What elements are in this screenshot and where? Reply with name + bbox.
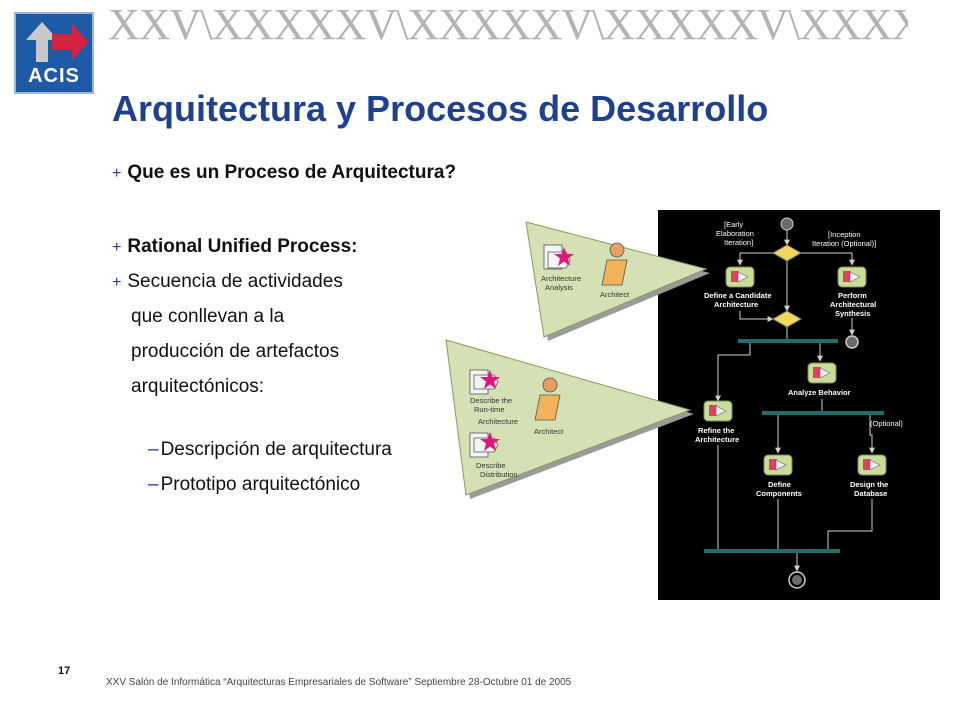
describe-runtime-icon (469, 369, 500, 395)
define-components-label-1: Define (768, 480, 791, 489)
sub-bullet-prototype: –Prototipo arquitectónico (148, 474, 361, 495)
synthesis-end-node (845, 335, 859, 349)
join-bar (704, 549, 840, 553)
define-candidate-icon (725, 266, 755, 288)
logo-text: ACIS (28, 65, 80, 87)
guard-early-2: Elaboration (716, 229, 754, 238)
define-candidate-label-2: Architecture (714, 300, 758, 309)
fork-bar-2 (762, 411, 884, 415)
analyze-behavior-label: Analyze Behavior (788, 388, 851, 397)
end-node-inner (792, 575, 802, 585)
bullet-sequence-line-3: producción de artefactos (131, 341, 340, 362)
guard-inception-2: Iteration (Optional)] (812, 239, 876, 248)
bottom-activity2-label-2: Distribution (480, 470, 518, 479)
dash-icon: – (148, 474, 159, 495)
perform-synthesis-icon (837, 266, 867, 288)
guard-inception-1: [Inception (828, 230, 861, 239)
top-role-label: Architect (600, 290, 630, 299)
bottom-activity1-label-2: Run-time (474, 405, 504, 414)
define-components-label-2: Components (756, 489, 802, 498)
bullet-sequence: +Secuencia de actividades (112, 271, 343, 292)
design-database-icon (857, 454, 887, 476)
fork-bar-1 (738, 339, 838, 343)
plus-icon: + (112, 239, 122, 256)
perform-synthesis-label-2: Architectural (830, 300, 876, 309)
bottom-role-label: Architect (534, 427, 564, 436)
logo-arrows-icon (26, 22, 88, 62)
bullet-sequence-line-4: arquitectónicos: (131, 376, 265, 397)
describe-distribution-icon (469, 432, 500, 458)
start-node (780, 217, 794, 231)
top-activity-label-2: Analysis (545, 283, 573, 292)
refine-architecture-icon (703, 400, 733, 422)
bullet-question: +Que es un Proceso de Arquitectura? (112, 162, 457, 183)
acis-logo: ACIS (14, 12, 94, 94)
guard-early-1: [Early (724, 220, 743, 229)
analyze-behavior-icon (807, 362, 837, 384)
define-components-icon (763, 454, 793, 476)
describe-architecture-card (445, 339, 692, 496)
xxv-banner: XXV\XXXXXV\XXXXXV\XXXXXV\XXXXXV\XXXXXV\X… (108, 0, 908, 49)
perform-synthesis-label-1: Perform (838, 291, 867, 300)
bullet-rup: +Rational Unified Process: (112, 236, 358, 257)
refine-label-1: Refine the (698, 426, 734, 435)
plus-icon: + (112, 165, 122, 182)
plus-icon: + (112, 274, 122, 291)
design-database-label-2: Database (854, 489, 887, 498)
refine-label-2: Architecture (695, 435, 739, 444)
slide-title: Arquitectura y Procesos de Desarrollo (112, 88, 769, 129)
dash-icon: – (148, 439, 159, 460)
bottom-activity2-label-1: Describe (476, 461, 506, 470)
architect-icon (534, 377, 561, 421)
architecture-analysis-icon (543, 244, 574, 270)
bottom-activity1-label-1: Describe the (470, 396, 512, 405)
footer-text: XXV Salón de Informática “Arquitecturas … (106, 677, 572, 688)
define-candidate-label-1: Define a Candidate (704, 291, 772, 300)
architect-icon (601, 242, 628, 286)
bottom-activity1-label-3: Architecture (478, 417, 518, 426)
page-number: 17 (58, 665, 71, 677)
rup-workflow-diagram: Architecture Analysis Architect Describe… (440, 205, 940, 600)
end-node (788, 571, 806, 589)
optional-label: (Optional) (870, 419, 903, 428)
design-database-label-1: Design the (850, 480, 888, 489)
perform-synthesis-label-3: Synthesis (835, 309, 870, 318)
guard-early-3: Iteration] (724, 238, 753, 247)
rup-workflow-svg: Architecture Analysis Architect Describe… (445, 210, 940, 600)
bullet-sequence-line-2: que conllevan a la (131, 306, 285, 327)
top-activity-label-1: Architecture (541, 274, 581, 283)
sub-bullet-description: –Descripción de arquitectura (148, 439, 392, 460)
